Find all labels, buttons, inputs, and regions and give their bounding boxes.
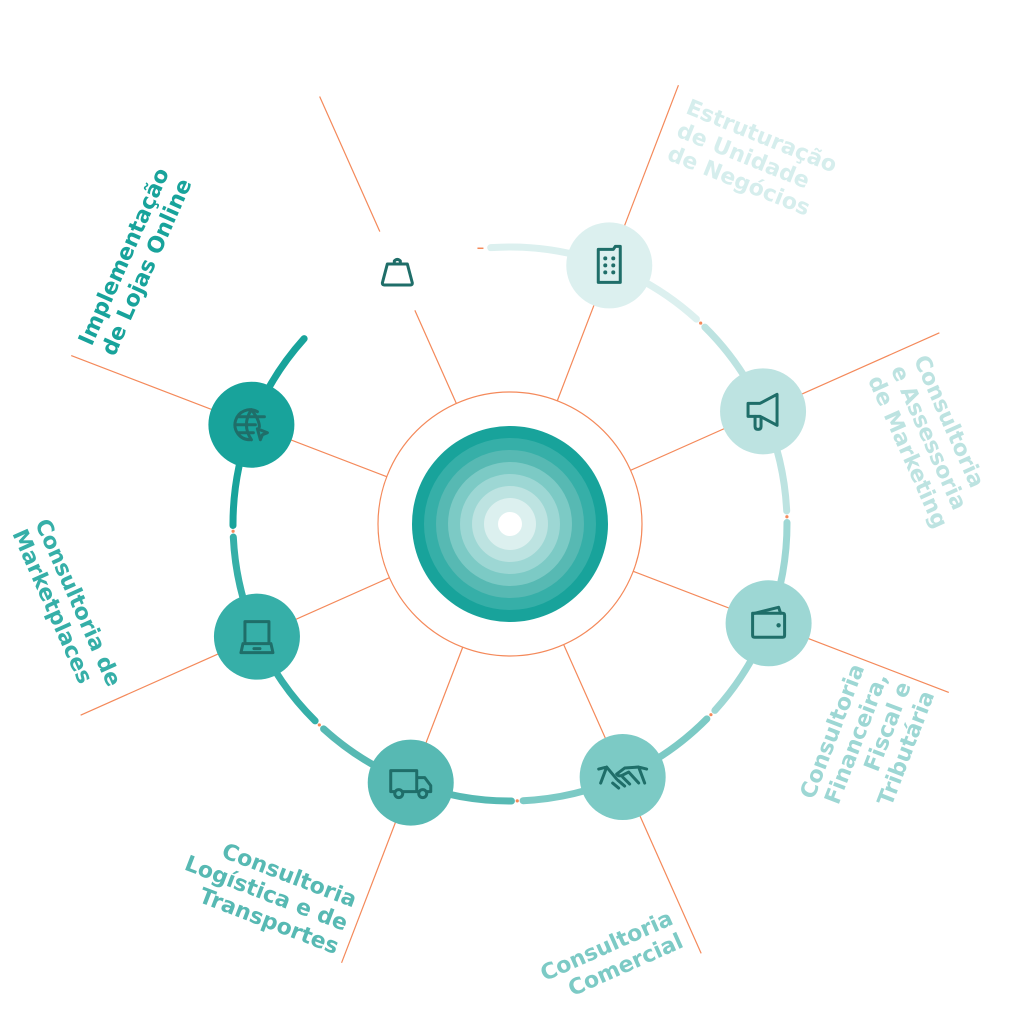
node-circle	[213, 593, 300, 680]
megaphone-icon	[746, 392, 779, 431]
wallet-icon-part	[751, 611, 787, 639]
ring-junction-tick	[515, 799, 519, 803]
node-circle	[720, 368, 807, 455]
node-circle	[566, 222, 653, 309]
ring-junction-tick	[699, 321, 703, 325]
ring-junction-tick	[231, 529, 235, 533]
shopping-bag-icon	[380, 257, 414, 287]
building-icon-part	[611, 263, 616, 268]
megaphone-icon-part	[753, 414, 763, 431]
node-circle	[725, 580, 812, 667]
handshake-icon	[597, 765, 649, 790]
wheel	[417, 788, 429, 800]
node-megaphone	[720, 368, 807, 455]
wallet-icon	[751, 605, 787, 639]
globe-cursor-icon	[233, 408, 269, 442]
node-handshake	[579, 734, 666, 821]
center-dot	[498, 512, 522, 536]
building-icon-part	[603, 263, 608, 268]
megaphone-icon-part	[746, 392, 779, 427]
shopping-bag-icon-part	[380, 257, 414, 287]
laptop-icon-part	[239, 620, 275, 655]
laptop-icon	[239, 620, 275, 655]
ring-junction-tick	[709, 713, 713, 717]
building-icon-part	[611, 270, 616, 275]
node-building	[566, 222, 653, 309]
node-truck	[367, 739, 454, 826]
node-globe	[208, 381, 295, 468]
spoke-line	[319, 96, 381, 232]
ring-junction-tick	[785, 515, 789, 519]
spoke-line	[414, 309, 457, 404]
building-icon-part	[611, 256, 616, 261]
node-laptop	[213, 593, 300, 680]
wheel	[393, 788, 405, 800]
wallet-icon-part	[753, 605, 783, 615]
wallet-icon-part	[776, 623, 781, 628]
building-icon	[596, 244, 622, 284]
handshake-icon-part	[597, 765, 649, 790]
truck-icon	[389, 769, 433, 800]
building-icon-part	[603, 270, 608, 275]
node-bag	[354, 227, 441, 314]
building-icon-part	[596, 244, 622, 284]
node-wallet	[725, 580, 812, 667]
node-circle	[354, 227, 441, 314]
node-circle	[367, 739, 454, 826]
ring-junction-tick	[317, 723, 321, 727]
globe-cursor-icon-part	[233, 408, 269, 442]
building-icon-part	[603, 256, 608, 261]
